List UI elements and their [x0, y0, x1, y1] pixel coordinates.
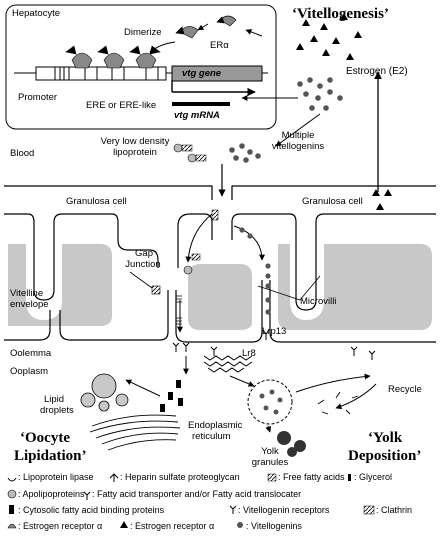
- endosome-contents: [259, 389, 283, 415]
- legend-er-alpha-1: : Estrogen receptor α: [18, 521, 103, 531]
- gap-junction: [151, 285, 161, 295]
- vitellogenesis-title: ‘Vitellogenesis’: [292, 6, 389, 22]
- granulosa-cell-membrane: [4, 213, 436, 311]
- oocyte-lipidation-1: ‘Oocyte: [20, 430, 70, 446]
- free-fatty-acid-marks: [176, 295, 182, 325]
- er-alpha-monomers: [175, 15, 237, 39]
- recycle-label: Recycle: [388, 384, 422, 395]
- yolk-granules-label-2: granules: [251, 457, 289, 468]
- lipid-label-2: droplets: [40, 405, 74, 416]
- multiple-label-2: vitellogenins: [271, 141, 325, 152]
- er-alpha-label: ERα: [210, 40, 229, 51]
- dimerize-label: Dimerize: [124, 27, 162, 38]
- clathrin-coat: [203, 355, 253, 373]
- recycling-receptors: [317, 391, 359, 415]
- receptors-oolemma: [172, 329, 376, 360]
- vitelline-envelope: [8, 244, 432, 330]
- yolk-granules-label-1: Yolk: [261, 446, 279, 457]
- yolk-deposition-2: Deposition’: [348, 448, 422, 464]
- vldl-label-1: Very low density: [100, 136, 170, 147]
- legend-clathrin: : Clathrin: [376, 505, 413, 515]
- cytosolic-fabp: [160, 380, 183, 412]
- vitellogenin-dots-blood: [229, 143, 261, 163]
- estrogen-granulosa: [372, 189, 392, 210]
- vitelline-label-1: Vitelline: [10, 288, 44, 299]
- vitellogenin-dots-liver: [297, 77, 343, 111]
- vtg-mrna-label: vtg mRNA: [174, 110, 220, 121]
- hepatocyte-box: [5, 4, 277, 130]
- granulosa-outline: [4, 185, 436, 200]
- estrogen-label: Estrogen (E2): [346, 66, 408, 77]
- legend-cfabp: : Cytosolic fatty acid binding proteins: [18, 505, 165, 515]
- oocyte-lipidation-2: Lipidation’: [14, 448, 87, 464]
- vldl-at-membrane: [183, 209, 219, 275]
- er-label-2: reticulum: [192, 431, 231, 442]
- lipid-droplets: [80, 373, 129, 412]
- legend-heparin: : Heparin sulfate proteoglycan: [120, 472, 240, 482]
- legend-apolipoproteins: : Apolipoproteins: [18, 489, 85, 499]
- gap-label-2: Junction: [125, 259, 161, 270]
- ere-label: ERE or ERE-like: [86, 100, 157, 111]
- lrp13-label: Lrp13: [262, 326, 287, 337]
- legend-vitellogenins: : Vitellogenins: [246, 521, 302, 531]
- legend-er-alpha-2: : Estrogen receptor α: [130, 521, 215, 531]
- granulosa-right-label: Granulosa cell: [302, 196, 363, 207]
- legend-ffa: : Free fatty acids: [278, 472, 345, 482]
- legend-glycerol: : Glycerol: [354, 472, 393, 482]
- yolk-deposition-1: ‘Yolk: [368, 430, 403, 446]
- yolk-granules: [277, 431, 306, 457]
- legend: : Lipoprotein lipase : Heparin sulfate p…: [4, 472, 436, 548]
- lr8-label: Lr8: [242, 348, 256, 359]
- oolemma-line: [4, 280, 436, 343]
- promoter-label: Promoter: [18, 92, 58, 103]
- oolemma-label: Oolemma: [10, 348, 52, 359]
- lipid-label-1: Lipid: [44, 394, 65, 405]
- estrogen-triangles: [296, 13, 362, 60]
- legend-symbols: [7, 473, 375, 529]
- blood-label: Blood: [10, 148, 35, 159]
- endosome: [247, 379, 293, 425]
- vldl-label-2: lipoprotein: [113, 147, 157, 158]
- multiple-label-1: Multiple: [281, 130, 315, 141]
- microvilli-label: Microvilli: [300, 296, 337, 307]
- gene-construct: [14, 65, 268, 106]
- vtg-gene-label: vtg gene: [182, 68, 222, 79]
- legend-vtg-receptors: : Vitellogenin receptors: [238, 505, 330, 515]
- er-label-1: Endoplasmic: [188, 420, 243, 431]
- endoplasmic-reticulum: [89, 414, 181, 451]
- hepatocyte-title: Hepatocyte: [12, 8, 61, 19]
- vitellogenin-dots-channel: [239, 227, 271, 315]
- vitelline-label-2: envelope: [10, 299, 49, 310]
- granulosa-left-label: Granulosa cell: [66, 196, 127, 207]
- legend-lipoprotein-lipase: : Lipoprotein lipase: [18, 472, 94, 482]
- gap-label-1: Gap: [135, 248, 153, 259]
- ooplasm-label: Ooplasm: [10, 366, 49, 377]
- vldl-particles: [173, 143, 207, 163]
- legend-fatp: : Fatty acid transporter and/or Fatty ac…: [92, 489, 302, 499]
- er-dimers-on-dna: [65, 45, 161, 69]
